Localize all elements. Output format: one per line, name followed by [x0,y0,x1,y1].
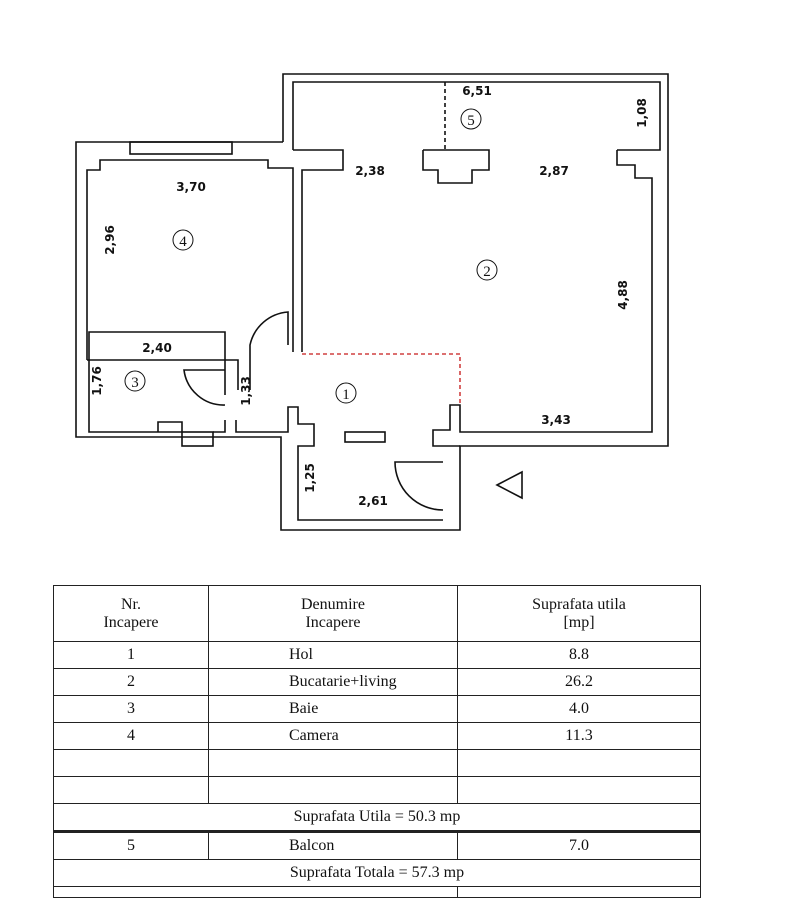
hall-wall [235,406,443,521]
cell-area: 4.0 [457,695,701,723]
room-marker-1 [335,382,357,404]
window [129,141,233,155]
balcony-wall [292,81,661,151]
door-room4[interactable] [249,311,289,390]
dim-living-top-left: 2,38 [355,164,385,178]
room-number-3: 3 [131,375,139,391]
cell-nr: 5 [53,831,209,860]
living-wall-right [432,150,653,447]
cell-empty [208,749,458,777]
cell-nr: 2 [53,668,209,696]
table-row-empty [53,776,701,804]
dim-room4-height: 2,96 [103,225,117,255]
cell-area: 11.3 [457,722,701,750]
dim-bath-height: 1,76 [90,366,104,396]
cell-name: Hol [208,641,458,669]
bath-window [181,431,214,447]
hall-partition [302,353,461,405]
door-entry[interactable] [394,461,444,511]
cell-area: 8.8 [457,641,701,669]
cell-empty [53,776,209,804]
cell-name: Balcon [208,831,458,860]
dim-room4-width: 3,70 [176,180,206,194]
room-marker-3 [124,370,146,392]
cell-empty [53,886,458,898]
header-text: Nr. [121,595,141,613]
room-number-4: 4 [179,234,187,250]
dim-entry-width: 2,61 [358,494,388,508]
cell-name: Baie [208,695,458,723]
header-area: Suprafata utila[mp] [457,585,701,642]
dim-balcony-length: 6,51 [462,84,492,98]
room-number-1: 1 [342,387,350,403]
cell-area: 7.0 [457,831,701,860]
cell-empty [457,886,701,898]
dim-hall-width: 1,33 [239,376,253,406]
cell-area: 26.2 [457,668,701,696]
room4-bottom [87,359,239,390]
room-marker-2 [476,259,498,281]
cell-empty [457,776,701,804]
floor-plan: 1 2 3 4 5 6,51 1,08 2,38 2,87 4,88 3,43 … [75,73,669,531]
outer-wall [75,73,669,531]
header-text: [mp] [563,613,595,631]
room-number-5: 5 [467,113,475,129]
dim-entry-height: 1,25 [303,463,317,493]
header-text: Suprafata utila [532,595,626,613]
dim-balcony-width: 1,08 [635,98,649,128]
cell-name: Camera [208,722,458,750]
hall-furniture [344,431,386,443]
cell-empty [208,776,458,804]
dim-living-height: 4,88 [616,280,630,310]
bath-bottom [213,420,226,433]
header-text: Incapere [103,613,159,631]
entrance-arrow-icon [495,470,523,500]
room4-wall [86,159,294,360]
bath-wall [88,331,226,433]
dim-living-top-right: 2,87 [539,164,569,178]
subtotal-row: Suprafata Utila = 50.3 mp [53,803,701,833]
door-bath[interactable] [183,369,226,406]
total-text: Suprafata Totala = 57.3 mp [53,859,701,887]
subtotal-text: Suprafata Utila = 50.3 mp [53,803,701,833]
cell-nr: 3 [53,695,209,723]
header-nr: Nr.Incapere [53,585,209,642]
header-text: Denumire [301,595,365,613]
room-markers [124,108,498,404]
table-row-empty [53,749,701,777]
total-row: Suprafata Totala = 57.3 mp [53,859,701,887]
dim-living-bottom: 3,43 [541,413,571,427]
dim-bath-width: 2,40 [142,341,172,355]
room-number-2: 2 [483,264,491,280]
cell-nr: 4 [53,722,209,750]
cell-empty [457,749,701,777]
table-row-partial [53,886,701,898]
cell-nr: 1 [53,641,209,669]
room-marker-4 [172,229,194,251]
cell-empty [53,749,209,777]
living-wall [293,149,344,352]
header-text: Incapere [305,613,361,631]
room-marker-5 [460,108,482,130]
column [422,149,490,184]
cell-name: Bucatarie+living [208,668,458,696]
